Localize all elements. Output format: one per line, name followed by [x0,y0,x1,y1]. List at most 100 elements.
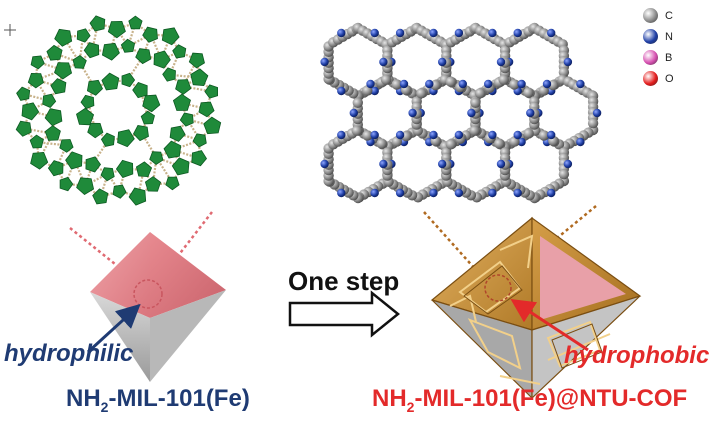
legend-item: N [643,29,673,44]
mof-crystal-structure [15,15,222,206]
atom-sphere [438,57,447,67]
metal-cluster [21,102,40,121]
atom-sphere [498,74,509,85]
metal-cluster [101,42,120,61]
metal-cluster [89,15,106,32]
legend-label: O [665,72,674,85]
atom-sphere [438,159,447,169]
atom-sphere [429,28,438,38]
atom-sphere [454,130,464,140]
metal-cluster [135,48,152,65]
metal-cluster [203,116,222,135]
legend-item: C [643,8,673,23]
atom-sphere [429,130,438,140]
hydrophilic-arrow [86,303,141,354]
atom-sphere [337,188,346,198]
atom-sphere [547,130,556,140]
metal-cluster [86,79,103,96]
metal-cluster [87,122,104,139]
atom-sphere [408,108,417,118]
octahedron-face [150,290,226,382]
metal-cluster [101,72,120,91]
cof-shell-lines [463,265,603,369]
metal-cluster [120,38,136,53]
metal-cluster [133,125,149,142]
metal-cluster [128,187,147,206]
atom-sphere [320,57,329,67]
legend-item: O [643,71,674,86]
atom-sphere [523,87,534,98]
atom-sphere [395,130,405,140]
metal-cluster [76,28,91,43]
linker-bond [140,117,149,134]
metal-cluster [83,42,100,59]
pore-window [484,274,512,302]
atom-sphere [542,79,552,89]
metal-cluster [76,107,95,126]
atom-sphere [488,130,497,140]
metal-cluster [42,93,57,108]
metal-cluster [198,101,215,118]
metal-cluster [190,68,209,87]
hydrophobic-label: hydrophobic [564,342,710,369]
metal-cluster [132,82,148,99]
atom-sphere [458,79,467,89]
metal-cluster [172,44,187,59]
metal-cluster [47,160,64,177]
metal-cluster [46,44,63,61]
metal-cluster [76,177,95,195]
legend-swatch-icon [643,8,658,23]
atom-sphere [576,137,585,147]
composite-name-label: NH2-MIL-101(Fe)@NTU-COF [372,385,687,415]
legend-item: B [643,50,672,65]
atom-sphere [547,188,556,198]
atom-sphere [563,57,573,67]
atom-sphere [513,28,522,38]
atom-sphere [592,108,602,118]
atom-sphere [395,188,405,198]
metal-cluster [27,72,44,89]
metal-cluster [59,139,74,153]
atom-sphere [349,108,358,118]
octahedron-face [150,232,226,318]
atom-sphere [513,130,522,140]
atom-sphere [467,108,476,118]
atom-sphere [494,138,505,149]
atom-sphere [509,79,520,90]
metal-cluster [142,26,158,43]
atom-sphere [376,138,387,149]
atom-sphere [517,79,526,89]
one-step-arrow [288,290,400,338]
atom-sphere [352,97,363,109]
metal-cluster [117,129,135,148]
metal-cluster [142,94,161,113]
metal-cluster [16,86,31,101]
pore-window [133,279,163,309]
atom-sphere [379,57,388,67]
mof-octahedron [69,211,226,382]
mof-name-label: NH2-MIL-101(Fe) [66,385,250,415]
legend-label: C [665,9,673,22]
composite-name-prefix: NH [372,385,407,412]
mof-name-prefix: NH [66,385,101,412]
metal-cluster [44,108,63,127]
atom-sphere [558,169,570,180]
metal-cluster [172,93,191,111]
atom-sphere [337,130,346,140]
composite-name-suffix: -MIL-101(Fe)@NTU-COF [414,385,688,412]
metal-cluster [65,151,83,170]
atom-sphere [370,130,379,140]
metal-cluster [191,150,207,167]
metal-cluster [100,132,115,147]
metal-cluster [169,125,186,142]
atom-sphere [395,28,405,38]
atom-sphere [523,128,534,139]
metal-cluster [80,94,95,110]
atom-sphere [320,159,329,169]
atom-sphere [379,159,388,169]
legend-swatch-icon [643,29,658,44]
composite-name-subscript: 2 [406,398,415,415]
atom-sphere [488,188,497,198]
atom-sphere [399,79,409,89]
atom-sphere [470,97,481,109]
